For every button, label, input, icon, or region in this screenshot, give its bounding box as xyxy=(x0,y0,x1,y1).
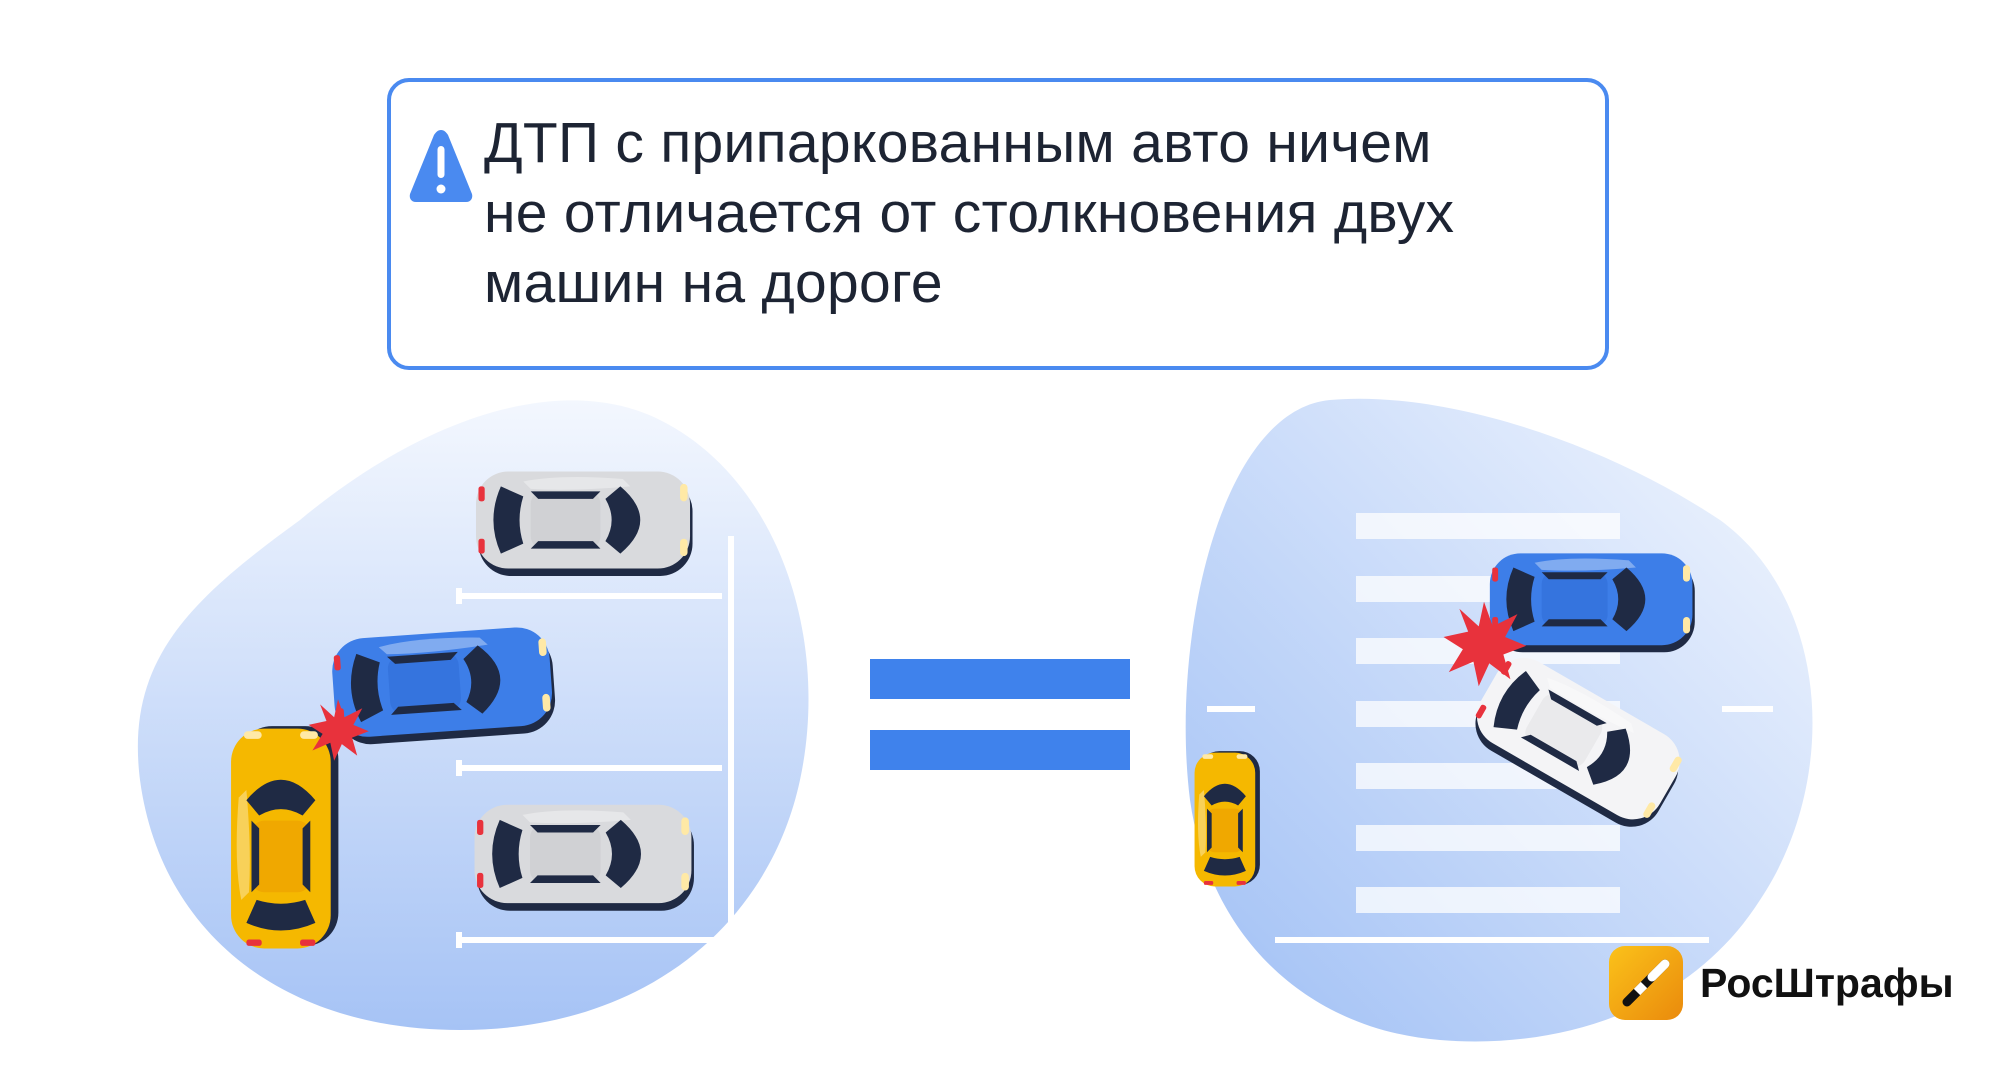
callout-title: ДТП с припаркованным авто ничем не отлич… xyxy=(484,108,1454,318)
warning-triangle-icon xyxy=(409,130,473,202)
parking-lines xyxy=(456,536,734,948)
driving-blue-car xyxy=(1489,553,1695,653)
parked-white-car-bottom xyxy=(474,804,694,911)
callout-line-1: ДТП с припаркованным авто ничем xyxy=(484,111,1432,175)
yellow-car-partial xyxy=(1194,751,1260,887)
yellow-taxi-car xyxy=(231,726,339,949)
parking-blue-car xyxy=(330,625,558,747)
equals-sign-bottom xyxy=(870,730,1130,770)
equals-sign-top xyxy=(870,659,1130,699)
road-markings xyxy=(1207,706,1773,943)
warning-callout: ДТП с припаркованным авто ничем не отлич… xyxy=(387,78,1609,370)
callout-line-2: не отличается от столкновения двух xyxy=(484,181,1455,245)
callout-line-3: машин на дороге xyxy=(484,251,943,315)
baton-logo-icon xyxy=(1609,946,1683,1020)
parked-white-car-top xyxy=(475,471,693,577)
brand-name: РосШтрафы xyxy=(1700,960,1954,1006)
